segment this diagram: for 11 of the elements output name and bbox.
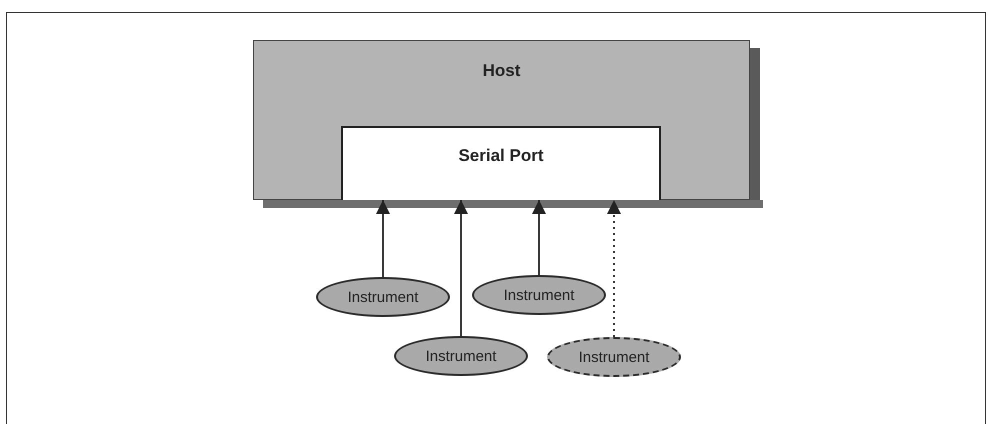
ellipse-label: Instrument	[504, 286, 574, 304]
arrow	[454, 200, 468, 336]
arrow	[376, 200, 390, 277]
ellipse-label: Instrument	[578, 348, 650, 366]
box-title: Serial Port	[457, 146, 545, 166]
box-title: Host	[482, 61, 522, 81]
arrow	[532, 200, 546, 275]
port-box	[341, 126, 661, 201]
arrow	[607, 200, 621, 337]
ellipse-label: Instrument	[348, 288, 418, 306]
ellipse-label: Instrument	[426, 348, 496, 364]
